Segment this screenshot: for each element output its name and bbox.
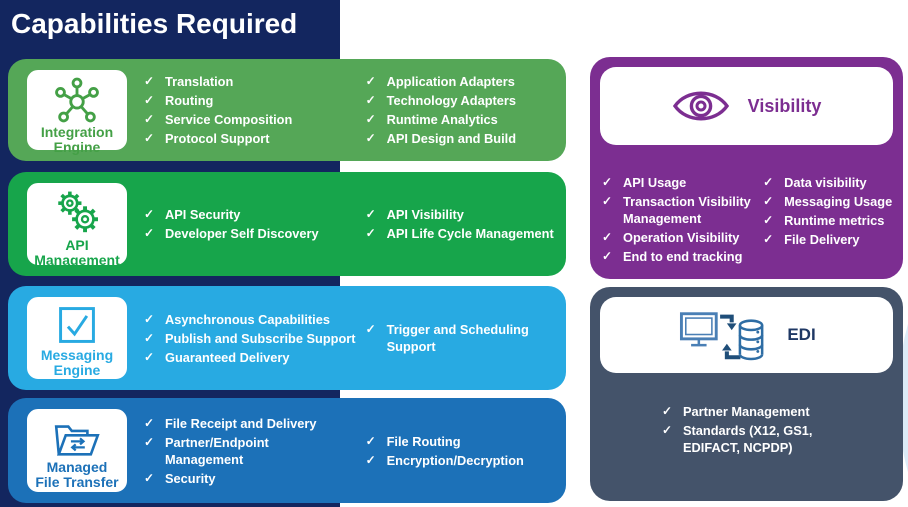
checklist-item: ✓Guaranteed Delivery <box>144 349 290 365</box>
visibility-list: ✓API Usage ✓Transaction Visibility Manag… <box>602 173 899 266</box>
check-icon: ✓ <box>763 213 774 227</box>
checklist-item: ✓File Delivery <box>763 232 860 247</box>
checklist-item: ✓Messaging Usage <box>763 194 893 209</box>
managed-file-transfer-title: Managed File Transfer <box>35 459 119 490</box>
checklist-item: ✓Runtime Analytics <box>365 112 498 127</box>
check-icon: ✓ <box>144 226 155 240</box>
edi-title: EDI <box>787 325 816 344</box>
visibility-header: Visibility <box>600 67 893 145</box>
managed-file-transfer-card: Managed File Transfer <box>24 406 130 495</box>
visibility-title: Visibility <box>747 95 822 116</box>
check-icon: ✓ <box>602 249 613 263</box>
checklist-item: ✓Runtime metrics <box>763 213 885 228</box>
checklist-item: ✓Routing <box>144 93 214 108</box>
check-icon: ✓ <box>602 194 613 208</box>
check-icon: ✓ <box>763 232 774 246</box>
api-management-box: API Management ✓API Security ✓Developer … <box>8 172 566 276</box>
check-icon: ✓ <box>144 207 155 221</box>
check-icon: ✓ <box>365 131 376 145</box>
check-icon: ✓ <box>602 175 613 189</box>
checklist-item: ✓Translation <box>144 74 234 89</box>
check-icon: ✓ <box>365 74 376 88</box>
check-icon: ✓ <box>144 434 155 449</box>
checklist-item: ✓Encryption/Decryption <box>365 452 524 468</box>
checklist-item: ✓Technology Adapters <box>365 93 517 108</box>
api-management-card: API Management <box>24 180 130 268</box>
network-hub-icon <box>55 77 99 123</box>
check-icon: ✓ <box>365 433 376 448</box>
check-icon: ✓ <box>365 112 376 126</box>
check-icon: ✓ <box>365 226 376 240</box>
messaging-engine-list: ✓Asynchronous Capabilities ✓Publish and … <box>144 286 560 390</box>
edi-box: EDI ✓Partner Management ✓Standards (X12,… <box>590 287 903 501</box>
integration-engine-list: ✓Translation ✓Routing ✓Service Compositi… <box>144 59 560 161</box>
check-icon: ✓ <box>763 194 774 208</box>
integration-engine-title: Integration Engine <box>40 124 114 155</box>
checklist-item: ✓Publish and Subscribe Support <box>144 330 356 346</box>
messaging-engine-title: Messaging Engine <box>40 347 114 378</box>
check-icon: ✓ <box>602 230 613 244</box>
checklist-item: ✓Service Composition <box>144 112 293 127</box>
check-icon: ✓ <box>144 330 155 345</box>
checklist-item: ✓Partner Management <box>662 404 810 419</box>
check-icon: ✓ <box>144 470 155 485</box>
checklist-item: ✓Asynchronous Capabilities <box>144 311 330 327</box>
checklist-item: ✓Security <box>144 470 216 486</box>
check-icon: ✓ <box>144 415 155 430</box>
checklist-item: ✓End to end tracking <box>602 249 743 264</box>
checklist-item: ✓API Visibility <box>365 207 464 222</box>
checklist-item: ✓File Routing <box>365 433 461 449</box>
gears-icon <box>58 191 98 233</box>
edi-list: ✓Partner Management ✓Standards (X12, GS1… <box>662 402 852 457</box>
checklist-item: ✓Developer Self Discovery <box>144 226 319 241</box>
checklist-item: ✓Trigger and Scheduling Support <box>365 322 529 354</box>
folder-sync-icon <box>54 425 100 456</box>
checklist-item: ✓Operation Visibility <box>602 230 740 245</box>
eye-icon <box>672 91 729 121</box>
checkbox-icon <box>59 307 95 343</box>
check-icon: ✓ <box>144 311 155 326</box>
checklist-item: ✓API Design and Build <box>365 131 517 146</box>
visibility-box: Visibility ✓API Usage ✓Transaction Visib… <box>590 57 903 279</box>
managed-file-transfer-box: Managed File Transfer ✓File Receipt and … <box>8 398 566 503</box>
check-icon: ✓ <box>365 207 376 221</box>
check-icon: ✓ <box>144 112 155 126</box>
check-icon: ✓ <box>144 93 155 107</box>
computer-database-icon <box>680 312 764 361</box>
checklist-item: ✓Protocol Support <box>144 131 270 146</box>
checklist-item: ✓Transaction Visibility Management <box>602 194 751 226</box>
checklist-item: ✓Application Adapters <box>365 74 515 89</box>
check-icon: ✓ <box>365 93 376 107</box>
check-icon: ✓ <box>144 349 155 364</box>
check-icon: ✓ <box>662 404 673 418</box>
checklist-item: ✓API Security <box>144 207 241 222</box>
page-title: Capabilities Required <box>11 8 298 39</box>
check-icon: ✓ <box>365 452 376 467</box>
check-icon: ✓ <box>144 74 155 88</box>
checklist-item: ✓API Life Cycle Management <box>365 226 554 241</box>
managed-file-transfer-list: ✓File Receipt and Delivery ✓Partner/Endp… <box>144 398 560 503</box>
api-management-title: API Management <box>34 237 120 268</box>
checklist-item: ✓Standards (X12, GS1, EDIFACT, NCPDP) <box>662 423 813 455</box>
checklist-item: ✓Data visibility <box>763 175 867 190</box>
edi-header: EDI <box>600 297 893 373</box>
messaging-engine-box: Messaging Engine ✓Asynchronous Capabilit… <box>8 286 566 390</box>
api-management-list: ✓API Security ✓Developer Self Discovery … <box>144 172 560 276</box>
check-icon: ✓ <box>662 423 673 437</box>
integration-engine-card: Integration Engine <box>24 67 130 155</box>
checklist-item: ✓File Receipt and Delivery <box>144 415 317 431</box>
messaging-engine-card: Messaging Engine <box>24 294 130 382</box>
checklist-item: ✓API Usage <box>602 175 687 190</box>
checklist-item: ✓Partner/Endpoint Management <box>144 434 269 467</box>
check-icon: ✓ <box>365 322 376 336</box>
integration-engine-box: Integration Engine ✓Translation ✓Routing… <box>8 59 566 161</box>
check-icon: ✓ <box>144 131 155 145</box>
check-icon: ✓ <box>763 175 774 189</box>
